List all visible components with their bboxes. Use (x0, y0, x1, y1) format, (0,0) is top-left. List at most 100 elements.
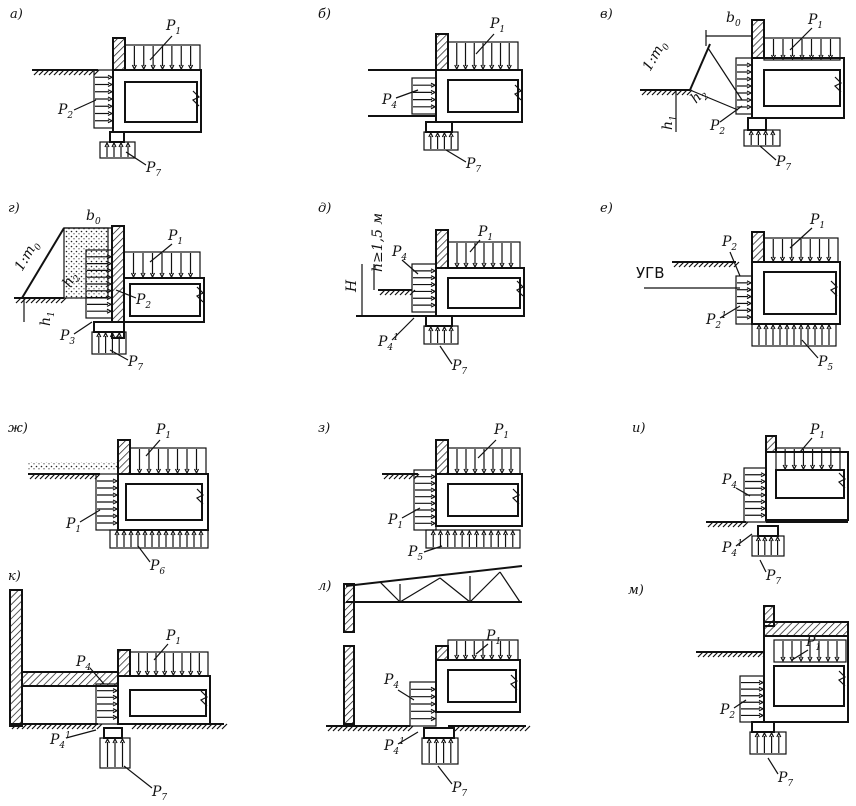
arrow-head (481, 529, 487, 536)
ground-hatch (156, 723, 163, 730)
ground-hatch (60, 297, 67, 304)
label-letter: P (165, 18, 176, 34)
load-label: P1 (805, 634, 821, 653)
arrow-head (826, 323, 832, 330)
leader-line (759, 559, 767, 573)
side-pressure (411, 77, 437, 115)
load-label: P2 (57, 102, 73, 121)
ground-hatch (66, 723, 73, 730)
ground-hatch (404, 289, 411, 296)
ground-hatch (387, 725, 394, 732)
arrow-head (746, 97, 753, 103)
dimension-label: H (344, 279, 360, 293)
top-pressure (129, 651, 209, 677)
leader-line (791, 649, 809, 661)
top-pressure (775, 447, 841, 471)
arrow-head (107, 103, 114, 109)
base-pressure (421, 737, 459, 765)
slab-opening (773, 665, 845, 707)
arrow-head (193, 468, 200, 475)
leader-line (397, 731, 419, 745)
label-subscript: 7 (161, 793, 167, 803)
arrow-head (435, 131, 441, 138)
arrow-head (140, 272, 146, 279)
label-superscript: 1 (65, 731, 71, 741)
slab-opening (447, 483, 519, 517)
ground-hatch (26, 723, 33, 730)
arrow-head (187, 272, 194, 279)
arrow-head (104, 737, 111, 744)
slab-opening (763, 69, 841, 107)
ground-hatch (688, 261, 695, 268)
ground-hatch (29, 473, 36, 480)
arrow-head (430, 104, 437, 110)
label-subscript: 1 (175, 27, 181, 37)
arrow-head (825, 656, 831, 663)
label-letter: P (383, 672, 394, 688)
label-letter: P (777, 770, 788, 786)
ground-hatch (514, 725, 521, 732)
ground-hatch (367, 725, 374, 732)
arrow-head (96, 331, 102, 338)
leader-line (729, 251, 741, 277)
label-letter: h (660, 121, 676, 130)
arrow-head (489, 654, 495, 661)
arrow-head (426, 737, 432, 744)
arrow-head (106, 288, 113, 294)
parapet-wall (435, 439, 449, 475)
leader-line (789, 227, 813, 249)
arrow-head (107, 81, 114, 88)
ground-hatch (30, 297, 37, 304)
arrow-head (800, 464, 806, 471)
ground-hatch (707, 521, 714, 528)
ground-hatch (454, 725, 461, 732)
label-letter: P (807, 12, 818, 28)
arrow-head (430, 295, 437, 301)
arrow-head (136, 670, 142, 677)
arrow-head (118, 141, 124, 148)
leader-line (439, 345, 453, 365)
ground-hatch (397, 725, 404, 732)
arrow-head (770, 54, 777, 61)
ground-hatch (16, 723, 23, 730)
ground-hatch (48, 69, 55, 76)
ground-hatch (717, 651, 724, 658)
ground-hatch (166, 723, 173, 730)
panel-letter: к) (8, 569, 21, 584)
arrow-head (144, 670, 150, 677)
arrow-head (760, 478, 767, 485)
arrow-head (430, 529, 436, 536)
leader-line (445, 149, 467, 163)
ground-hatch (81, 723, 88, 730)
arrow-head (462, 654, 469, 661)
arrow-head (159, 64, 166, 71)
load-label: P21 (705, 311, 727, 331)
arrow-head (818, 54, 824, 61)
ground-hatch (681, 89, 688, 96)
column-upper (343, 583, 355, 633)
load-label: P7 (151, 784, 167, 803)
arrow-head (472, 262, 478, 269)
arrow-head (184, 529, 190, 536)
label-letter: P (493, 422, 504, 438)
ground-hatch (44, 473, 51, 480)
ground-hatch (408, 473, 415, 480)
arrow-head (430, 89, 437, 95)
load-label: P7 (777, 770, 793, 789)
parapet-wall (117, 439, 131, 475)
arrow-head (816, 256, 823, 263)
arrow-head (112, 520, 119, 526)
label-letter: P (65, 516, 76, 532)
dimension-label: h1 (38, 311, 57, 326)
arrow-head (497, 64, 504, 71)
ground-hatch (742, 521, 749, 528)
arrow-head (776, 731, 782, 738)
load-label: P1 (485, 628, 501, 647)
leader-line (801, 339, 819, 359)
arrow-head (107, 96, 114, 102)
label-subscript: 1 (177, 237, 183, 247)
ground-hatch (678, 261, 685, 268)
